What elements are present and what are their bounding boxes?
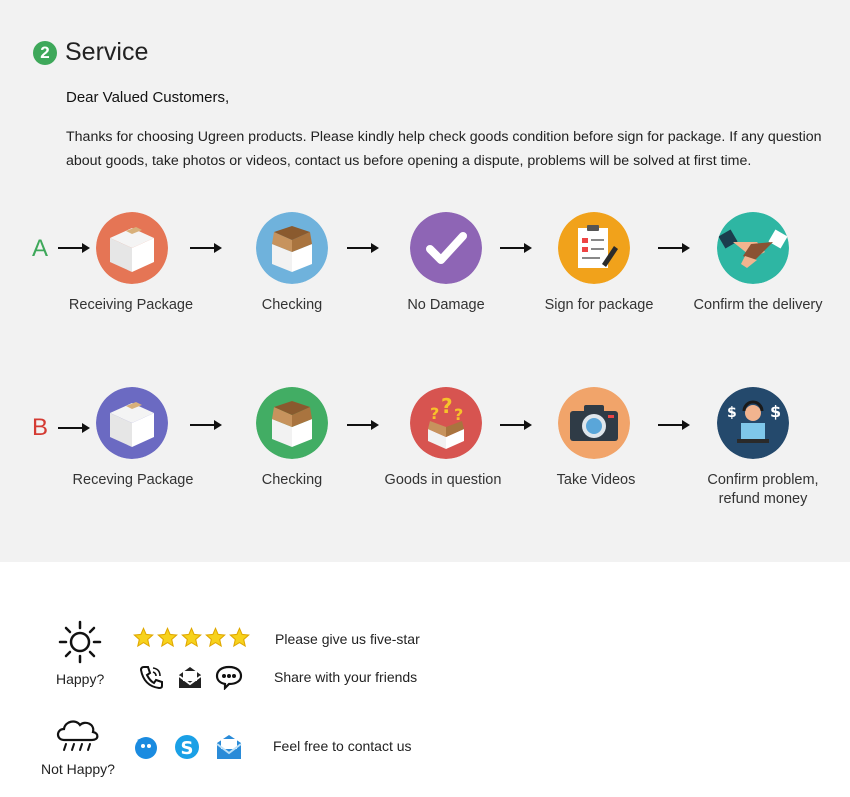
five-star-text: Please give us five-star xyxy=(275,631,420,647)
question-box-icon: ? ? ? xyxy=(410,387,482,459)
svg-text:$: $ xyxy=(727,405,737,421)
svg-text:?: ? xyxy=(430,404,439,423)
arrow-icon xyxy=(58,243,90,253)
star-rating[interactable] xyxy=(133,627,250,648)
package-icon xyxy=(96,387,168,459)
step-b1-circle xyxy=(96,387,168,459)
arrow-icon xyxy=(658,243,690,253)
email-envelope-icon[interactable] xyxy=(215,733,243,761)
feedback-section xyxy=(0,562,850,797)
svg-text:S: S xyxy=(181,738,194,759)
step-a1-label: Receiving Package xyxy=(68,297,194,313)
step-b3-circle: ? ? ? xyxy=(410,387,482,459)
step-number-badge: 2 xyxy=(33,40,57,65)
step-a5-label: Confirm the delivery xyxy=(693,297,823,313)
step-b5-circle: $ $ xyxy=(717,387,789,459)
step-a3-circle xyxy=(410,212,482,284)
arrow-icon xyxy=(190,420,222,430)
page-title: Service xyxy=(65,38,149,66)
arrow-icon xyxy=(500,243,532,253)
svg-text:?: ? xyxy=(454,405,463,424)
greeting-text: Dear Valued Customers, xyxy=(66,89,230,106)
section-header: 2 Service xyxy=(33,38,148,67)
chat-icon[interactable] xyxy=(215,664,243,690)
arrow-icon xyxy=(347,243,379,253)
open-box-icon xyxy=(256,387,328,459)
star-icon[interactable] xyxy=(157,627,178,648)
not-happy-label: Not Happy? xyxy=(41,761,115,777)
sun-icon xyxy=(58,620,102,664)
step-b4-label: Take Videos xyxy=(556,472,636,488)
step-a3-label: No Damage xyxy=(407,297,485,313)
step-b3-label: Goods in question xyxy=(384,472,502,488)
step-b4-circle xyxy=(558,387,630,459)
open-box-icon xyxy=(256,212,328,284)
star-icon[interactable] xyxy=(181,627,202,648)
star-icon[interactable] xyxy=(229,627,250,648)
step-a5-circle xyxy=(717,212,789,284)
star-icon[interactable] xyxy=(133,627,154,648)
arrow-icon xyxy=(58,423,90,433)
happy-label: Happy? xyxy=(56,671,105,687)
row-a-letter: A xyxy=(32,235,49,262)
skype-icon[interactable]: S xyxy=(173,733,201,761)
svg-text:?: ? xyxy=(441,394,453,418)
step-b5-label: Confirm problem, refund money xyxy=(707,472,819,507)
step-b1-label: Receving Package xyxy=(72,472,194,488)
step-a2-circle xyxy=(256,212,328,284)
mail-icon[interactable] xyxy=(177,664,203,690)
camera-icon xyxy=(558,387,630,459)
arrow-icon xyxy=(347,420,379,430)
step-a1-circle xyxy=(96,212,168,284)
share-text: Share with your friends xyxy=(274,669,418,685)
phone-icon[interactable] xyxy=(138,664,164,690)
checkmark-icon xyxy=(410,212,482,284)
step-b2-label: Checking xyxy=(261,472,323,488)
contact-text: Feel free to contact us xyxy=(273,738,412,754)
svg-text:$: $ xyxy=(770,402,781,421)
step-b2-circle xyxy=(256,387,328,459)
arrow-icon xyxy=(190,243,222,253)
storm-cloud-icon xyxy=(56,720,99,751)
document-sign-icon xyxy=(558,212,630,284)
messenger-bird-icon[interactable] xyxy=(133,734,159,760)
star-icon[interactable] xyxy=(205,627,226,648)
step-a4-circle xyxy=(558,212,630,284)
arrow-icon xyxy=(658,420,690,430)
handshake-icon xyxy=(717,212,789,284)
step-a2-label: Checking xyxy=(261,297,323,313)
arrow-icon xyxy=(500,420,532,430)
row-b-letter: B xyxy=(32,414,49,441)
package-icon xyxy=(96,212,168,284)
step-a4-label: Sign for package xyxy=(544,297,654,313)
intro-paragraph: Thanks for choosing Ugreen products. Ple… xyxy=(66,129,822,169)
support-agent-icon: $ $ xyxy=(717,387,789,459)
